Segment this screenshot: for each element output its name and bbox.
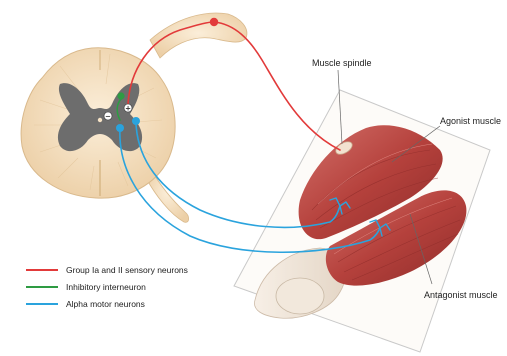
muscle-panel — [234, 70, 490, 352]
legend-label-sensory: Group Ia and II sensory neurons — [66, 265, 188, 275]
inhibitory-sign: − — [105, 113, 111, 121]
motor-neuron-antagonist-cell-body — [116, 124, 124, 132]
motor-neuron-agonist-cell-body — [132, 117, 140, 125]
bone-joint — [276, 278, 324, 314]
antagonist-muscle-label: Antagonist muscle — [424, 290, 498, 300]
legend-item-motor: Alpha motor neurons — [26, 299, 145, 309]
legend-item-sensory: Group Ia and II sensory neurons — [26, 265, 188, 275]
agonist-muscle-label: Agonist muscle — [440, 116, 501, 126]
interneuron-cell-body — [117, 92, 124, 99]
legend-label-motor: Alpha motor neurons — [66, 299, 145, 309]
legend-label-interneuron: Inhibitory interneuron — [66, 282, 146, 292]
central-canal — [98, 118, 102, 122]
legend: Group Ia and II sensory neurons Inhibito… — [26, 265, 188, 309]
dorsal-root — [150, 13, 247, 58]
muscle-spindle-label: Muscle spindle — [312, 58, 372, 68]
sensory-neuron-cell-body — [210, 18, 218, 26]
excitatory-sign: + — [125, 105, 131, 113]
legend-item-interneuron: Inhibitory interneuron — [26, 282, 146, 292]
